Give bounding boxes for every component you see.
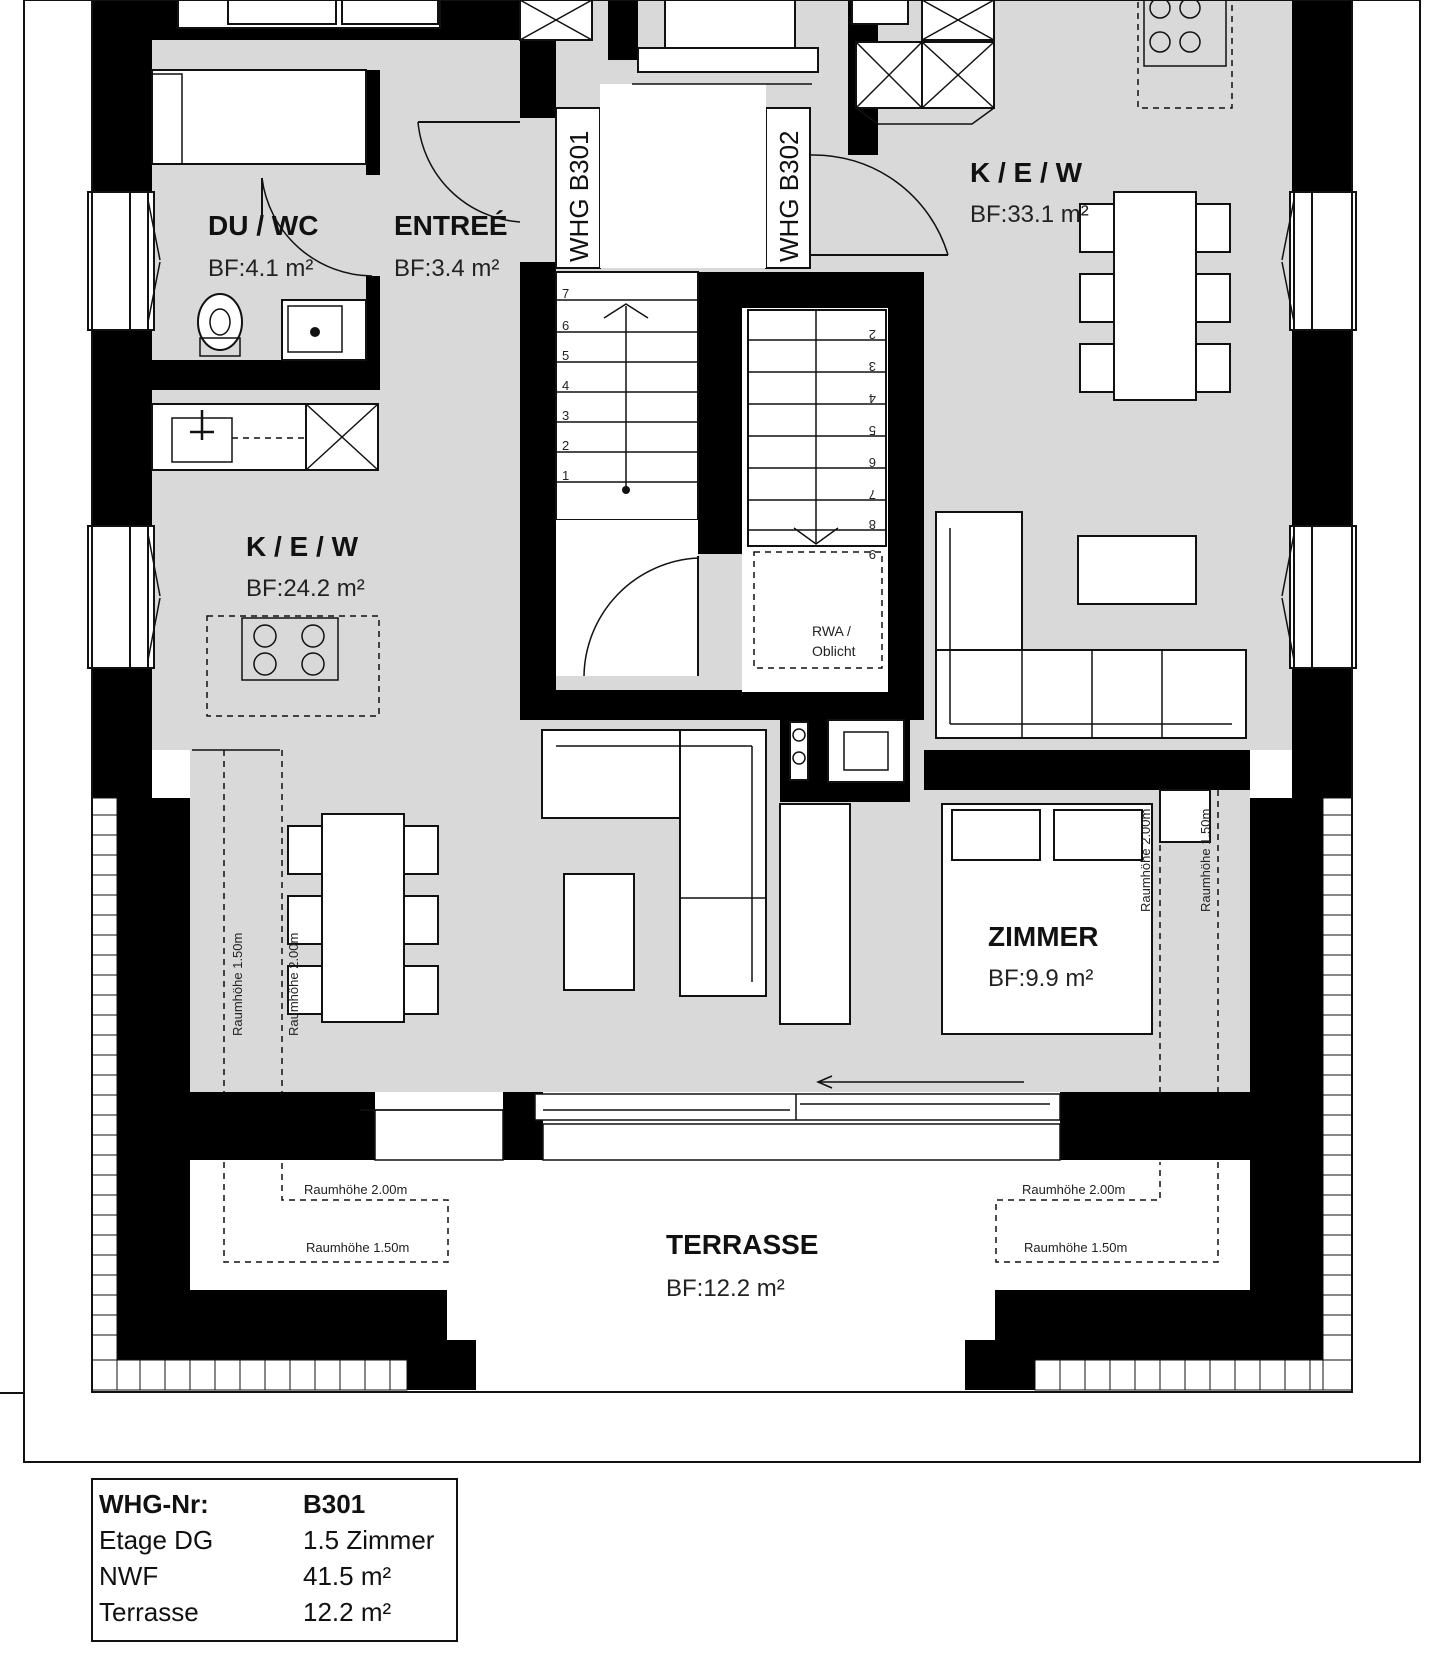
dining-table-right bbox=[1079, 191, 1231, 401]
stair-right-step-7: 7 bbox=[869, 487, 876, 502]
room-area-kew-right: BF:33.1 m² bbox=[970, 201, 1089, 228]
unit-info-value: B301 bbox=[303, 1489, 366, 1519]
door-label-b302: WHG B302 bbox=[774, 131, 804, 263]
building-outline bbox=[91, 0, 1353, 1393]
unit-info-value: 1.5 Zimmer bbox=[303, 1525, 435, 1555]
raumhoehe-left-150: Raumhöhe 1.50m bbox=[230, 933, 245, 1036]
stair-right-step-3: 3 bbox=[869, 359, 876, 374]
room-name-zimmer: ZIMMER bbox=[988, 921, 1098, 952]
room-area-kew-left: BF:24.2 m² bbox=[246, 575, 365, 602]
stair-right bbox=[742, 308, 888, 692]
door-label-b301: WHG B301 bbox=[564, 131, 594, 263]
roof-edge-hatch-right bbox=[1322, 797, 1353, 1391]
stair-left-step-6: 6 bbox=[562, 318, 569, 333]
stair-right-step-2: 2 bbox=[869, 327, 876, 342]
room-name-entree: ENTREÉ bbox=[394, 210, 508, 241]
stair-right-step-4: 4 bbox=[869, 391, 876, 406]
room-name-kew-left: K / E / W bbox=[246, 531, 359, 562]
unit-info-key: Terrasse bbox=[99, 1597, 199, 1627]
unit-info-key: NWF bbox=[99, 1561, 159, 1591]
stair-right-step-6: 6 bbox=[869, 455, 876, 470]
stair-left-step-4: 4 bbox=[562, 378, 569, 393]
bathroom-fixtures bbox=[151, 69, 373, 361]
room-name-du-wc: DU / WC bbox=[208, 210, 318, 241]
walls bbox=[92, 0, 1352, 1390]
unit-info-value: 12.2 m² bbox=[303, 1597, 392, 1627]
unit-info-row: Etage DG 1.5 Zimmer bbox=[99, 1522, 434, 1558]
rwa-note-line2: Oblicht bbox=[812, 643, 856, 659]
window-left-2 bbox=[87, 525, 161, 669]
kitchen-counter-left bbox=[151, 403, 380, 717]
unit-info-value: 41.5 m² bbox=[303, 1561, 392, 1591]
roof-edge-hatch-bottom bbox=[116, 1359, 1324, 1391]
raumhoehe-left-200: Raumhöhe 2.00m bbox=[286, 933, 301, 1036]
stair-right-step-8: 8 bbox=[869, 517, 876, 532]
room-area-zimmer: BF:9.9 m² bbox=[988, 965, 1093, 992]
sofa-right bbox=[935, 511, 1247, 739]
room-area-du-wc: BF:4.1 m² bbox=[208, 255, 313, 282]
room-name-terrasse: TERRASSE bbox=[666, 1229, 818, 1260]
raumhoehe-right-150: Raumhöhe 1.50m bbox=[1198, 809, 1213, 912]
entree-door bbox=[417, 83, 949, 269]
raumhoehe-terrace-left-200: Raumhöhe 2.00m bbox=[304, 1182, 407, 1197]
roof-height-lines bbox=[192, 749, 1219, 1263]
stair-left-step-2: 2 bbox=[562, 438, 569, 453]
window-right-2 bbox=[1281, 525, 1357, 669]
unit-info-key: Etage DG bbox=[99, 1525, 214, 1555]
unit-info-table: WHG-Nr: B301 Etage DG 1.5 Zimmer NWF 41.… bbox=[99, 1486, 434, 1630]
stair-right-step-5: 5 bbox=[869, 423, 876, 438]
raumhoehe-terrace-left-150: Raumhöhe 1.50m bbox=[306, 1240, 409, 1255]
raumhoehe-terrace-right-200: Raumhöhe 2.00m bbox=[1022, 1182, 1125, 1197]
window-right-1 bbox=[1281, 191, 1357, 331]
stair-left-step-3: 3 bbox=[562, 408, 569, 423]
stair-left bbox=[555, 271, 699, 677]
unit-info-key: WHG-Nr: bbox=[99, 1489, 209, 1519]
unit-info-row: Terrasse 12.2 m² bbox=[99, 1594, 434, 1630]
room-area-entree: BF:3.4 m² bbox=[394, 255, 499, 282]
stair-left-step-5: 5 bbox=[562, 348, 569, 363]
room-area-terrasse: BF:12.2 m² bbox=[666, 1275, 785, 1302]
stair-right-step-9: 9 bbox=[869, 547, 876, 562]
unit-info-row: NWF 41.5 m² bbox=[99, 1558, 434, 1594]
raumhoehe-right-200: Raumhöhe 2.00m bbox=[1138, 809, 1153, 912]
raumhoehe-terrace-right-150: Raumhöhe 1.50m bbox=[1024, 1240, 1127, 1255]
top-furniture bbox=[177, 0, 1233, 125]
room-name-kew-right: K / E / W bbox=[970, 157, 1083, 188]
stair-left-step-7: 7 bbox=[562, 286, 569, 301]
sliding-door bbox=[360, 1075, 1061, 1161]
sofa-center bbox=[541, 719, 905, 1025]
site-border bbox=[23, 0, 1421, 1463]
zimmer-bed bbox=[941, 789, 1211, 1035]
unit-info-row: WHG-Nr: B301 bbox=[99, 1486, 434, 1522]
rwa-note-line1: RWA / bbox=[812, 623, 851, 639]
dining-table-left bbox=[287, 813, 439, 1023]
unit-info-box: WHG-Nr: B301 Etage DG 1.5 Zimmer NWF 41.… bbox=[91, 1478, 458, 1642]
stair-left-step-1: 1 bbox=[562, 468, 569, 483]
window-left-1 bbox=[87, 191, 161, 331]
